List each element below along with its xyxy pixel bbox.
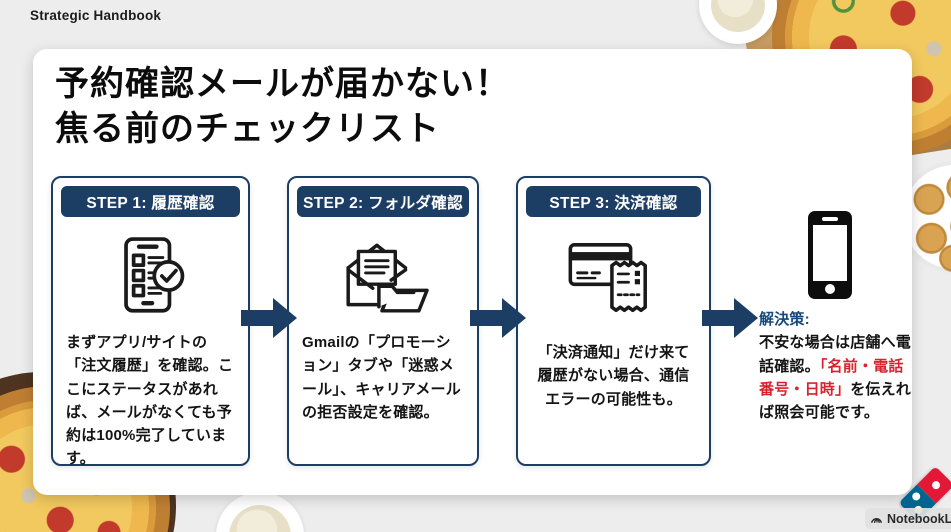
card-receipt-icon (518, 225, 709, 327)
notebooklm-icon (870, 512, 883, 525)
step1-header: STEP 1: 履歴確認 (61, 186, 240, 217)
arrow-step3-to-solution (702, 298, 758, 338)
solution-text: 解決策: 不安な場合は店舗へ電話確認。「名前・電話番号・日時」を伝えれば照会可能で… (759, 308, 911, 424)
step2-box: STEP 2: フォルダ確認 Gmailの「プロモーション」タブや「迷惑メール」… (287, 176, 479, 466)
solution-highlight: 「名前・電話番号・日時」 (759, 357, 904, 398)
slide-heading-line1: 予約確認メールが届かない！ (55, 65, 510, 103)
step3-box: STEP 3: 決済確認 「決済通知」だけ来て履歴がない場合、通信エラーの可能性… (516, 176, 711, 466)
solution-after: を伝えれば照会可能です。 (759, 380, 912, 421)
solution-label: 解決策: (759, 311, 810, 328)
step2-body: Gmailの「プロモーション」タブや「迷惑メール」、キャリアメールの拒否設定を確… (302, 334, 461, 421)
phone-solid-icon (808, 211, 852, 299)
slide-heading: 予約確認メールが届かない！ 焦る前のチェックリスト (55, 62, 510, 152)
notebooklm-watermark: NotebookLM (865, 508, 951, 529)
step1-body: まずアプリ/サイトの「注文履歴」を確認。ここにステータスがあれば、メールがなくて… (66, 334, 234, 468)
phone-checklist-icon (53, 225, 248, 327)
step3-body: 「決済通知」だけ来て履歴がない場合、通信エラーの可能性も。 (537, 344, 690, 408)
arrow-step2-to-step3 (470, 298, 526, 338)
solution-before: 不安な場合は店舗へ電話確認。 (759, 334, 912, 375)
notebooklm-label: NotebookLM (887, 511, 951, 526)
page-title: Strategic Handbook (30, 8, 162, 23)
step2-header: STEP 2: フォルダ確認 (297, 186, 469, 217)
mail-folder-icon (289, 225, 477, 327)
step1-box: STEP 1: 履歴確認 まずアプリ/サイトの「注文履歴」を確認。ここにステータ… (51, 176, 250, 467)
arrow-step1-to-step2 (241, 298, 297, 338)
slide-heading-line2: 焦る前のチェックリスト (55, 109, 440, 148)
dip-cup-photo-top (699, 0, 777, 44)
dip-cup-photo-bottom (216, 492, 304, 532)
step3-header: STEP 3: 決済確認 (526, 186, 701, 217)
